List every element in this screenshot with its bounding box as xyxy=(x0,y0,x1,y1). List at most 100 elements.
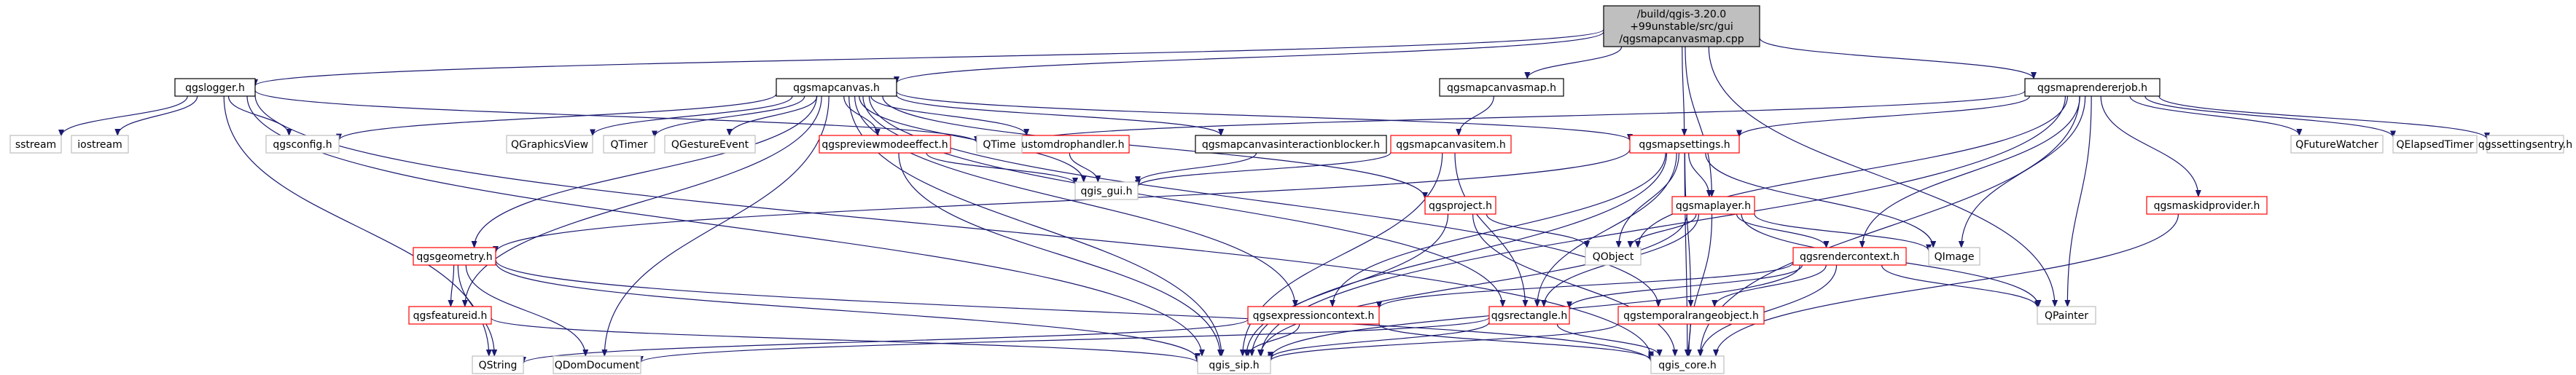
node-qgspreviewmodeeffect[interactable]: qgspreviewmodeeffect.h xyxy=(819,135,951,154)
edge-qgsexpressioncontext-to-qgis_core xyxy=(1378,323,1654,361)
node-qgis_core[interactable]: qgis_core.h xyxy=(1650,355,1725,374)
node-QPainter[interactable]: QPainter xyxy=(2037,306,2096,325)
edge-qgsproject-to-qgis_core xyxy=(1472,213,1678,357)
node-qgsmaprendererjob[interactable]: qgsmaprendererjob.h xyxy=(2024,78,2161,97)
node-qgsmapcanvas[interactable]: qgsmapcanvas.h xyxy=(776,78,897,97)
edge-qgsmaprendererjob-to-qgsmaskidprovider xyxy=(2100,95,2201,197)
node-box-qgis_gui xyxy=(1074,181,1139,200)
node-qgsexpressioncontext[interactable]: qgsexpressioncontext.h xyxy=(1247,306,1380,325)
node-QObject[interactable]: QObject xyxy=(1585,247,1642,266)
edge-qgsmapcanvasinteractionblocker-to-qgis_gui xyxy=(1135,152,1257,184)
node-qgsrectangle[interactable]: qgsrectangle.h xyxy=(1488,306,1570,325)
node-label-QImage: QImage xyxy=(1935,251,1975,263)
edge-qgsrendercontext-to-QPainter xyxy=(1881,264,2040,309)
edge-qgsrendercontext-to-qgstemporalrangeobject xyxy=(1712,264,1827,307)
node-label-QPainter: QPainter xyxy=(2045,310,2088,322)
node-label-qgssettingsentry: qgssettingsentry.h xyxy=(2478,139,2572,151)
node-label-iostream: iostream xyxy=(77,139,122,151)
edge-qgsrendercontext-to-qgsexpressioncontext xyxy=(1376,262,1794,309)
edge-qgsmapsettings-to-qgsgeometry xyxy=(493,149,1631,253)
node-QElapsedTimer[interactable]: QElapsedTimer xyxy=(2392,135,2478,154)
node-qgsmapcanvasmap[interactable]: qgsmapcanvasmap.h xyxy=(1439,78,1564,97)
node-box-qgis_sip xyxy=(1197,355,1271,374)
node-box-QString xyxy=(472,355,524,374)
edge-root-to-qgsmapsettings xyxy=(1681,46,1687,136)
node-qgsfeatureid[interactable]: qgsfeatureid.h xyxy=(408,306,492,325)
node-box-qgsmaplayer xyxy=(1671,196,1755,215)
node-QTimer[interactable]: QTimer xyxy=(603,135,655,154)
node-box-qgsrendercontext xyxy=(1792,247,1907,266)
edge-layer xyxy=(58,28,2490,364)
node-label-qgsmapcanvasmap: qgsmapcanvasmap.h xyxy=(1447,82,1556,94)
node-qgsmapsettings[interactable]: qgsmapsettings.h xyxy=(1629,135,1740,154)
node-root[interactable]: /build/qgis-3.20.0+99unstable/src/gui/qg… xyxy=(1603,5,1760,47)
node-QGraphicsView[interactable]: QGraphicsView xyxy=(506,135,593,154)
edge-qgsmaprendererjob-to-qgsmapsettings xyxy=(1736,95,2031,138)
node-QTime[interactable]: QTime xyxy=(976,135,1023,154)
node-QImage[interactable]: QImage xyxy=(1928,247,1980,266)
edge-qgsmapcanvas-to-qgsconfig xyxy=(336,93,777,141)
node-QFutureWatcher[interactable]: QFutureWatcher xyxy=(2290,135,2384,154)
node-qgsmaskidprovider[interactable]: qgsmaskidprovider.h xyxy=(2146,196,2268,215)
node-qgsrendercontext[interactable]: qgsrendercontext.h xyxy=(1792,247,1907,266)
node-qgstemporalrangeobject[interactable]: qgstemporalrangeobject.h xyxy=(1617,306,1765,325)
node-QString[interactable]: QString xyxy=(472,355,524,374)
node-qgsconfig[interactable]: qgsconfig.h xyxy=(265,135,340,154)
node-box-qgsproject xyxy=(1424,196,1496,215)
edge-qgsmapcanvasitem-to-qgis_gui xyxy=(1135,151,1392,188)
node-qgssettingsentry[interactable]: qgssettingsentry.h xyxy=(2478,135,2572,154)
node-qgis_gui[interactable]: qgis_gui.h xyxy=(1074,181,1139,200)
node-box-qgsmapcanvasinteractionblocker xyxy=(1195,135,1387,154)
edge-root-to-qgsmaprendererjob xyxy=(1759,37,2037,79)
edge-root-to-qgsmaplayer xyxy=(1685,46,1715,197)
edge-qgsmaprendererjob-to-QElapsedTimer xyxy=(2144,95,2396,138)
node-qgsgeometry[interactable]: qgsgeometry.h xyxy=(413,247,496,266)
node-label-QDomDocument: QDomDocument xyxy=(555,360,640,371)
node-qgsmapcanvasitem[interactable]: qgsmapcanvasitem.h xyxy=(1390,135,1512,154)
edge-qgsmapcanvasitem-to-qgis_sip xyxy=(1239,152,1443,357)
edge-qgsmaplayer-to-QObject xyxy=(1627,213,1697,248)
edge-qgslogger-to-QTime xyxy=(254,90,980,143)
node-qgsproject[interactable]: qgsproject.h xyxy=(1424,196,1496,215)
edge-qgsexpressioncontext-to-qgis_sip xyxy=(1245,323,1300,357)
node-qgis_sip[interactable]: qgis_sip.h xyxy=(1197,355,1271,374)
node-iostream[interactable]: iostream xyxy=(71,135,129,154)
node-label-qgsmapsettings: qgsmapsettings.h xyxy=(1639,139,1730,151)
node-label-qgsmapcanvasitem: qgsmapcanvasitem.h xyxy=(1396,139,1505,151)
edge-qgsfeatureid-to-qgis_sip xyxy=(491,317,1201,363)
edge-qgsrectangle-to-qgis_sip xyxy=(1268,321,1490,360)
edge-root-to-qgslogger xyxy=(252,28,1604,87)
edge-qgsmaprendererjob-to-QFutureWatcher xyxy=(2129,95,2303,136)
edge-qgsproject-to-QObject xyxy=(1486,213,1591,248)
node-QDomDocument[interactable]: QDomDocument xyxy=(553,355,641,374)
node-QGestureEvent[interactable]: QGestureEvent xyxy=(664,135,756,154)
node-box-qgssettingsentry xyxy=(2486,135,2564,154)
node-label-qgsgeometry: qgsgeometry.h xyxy=(416,251,492,263)
edge-qgsmapcanvas-to-qgsgeometry xyxy=(471,95,817,248)
node-label-qgsexpressioncontext: qgsexpressioncontext.h xyxy=(1253,310,1375,322)
node-box-qgsmaprendererjob xyxy=(2024,78,2161,97)
node-qgsmapcanvasinteractionblocker[interactable]: qgsmapcanvasinteractionblocker.h xyxy=(1195,135,1387,154)
edge-qgsmaprendererjob-to-qgis_sip xyxy=(1258,95,2066,357)
node-box-QGestureEvent xyxy=(664,135,756,154)
edge-qgsmaprendererjob-to-qgsrendercontext xyxy=(1859,95,2080,248)
edge-qgsexpressioncontext-to-QString xyxy=(520,318,1249,364)
node-box-QTimer xyxy=(603,135,655,154)
node-label-root: +99unstable/src/gui xyxy=(1630,21,1733,33)
edge-qgsmapcanvas-to-qgsexpressioncontext xyxy=(854,95,1298,307)
node-box-qgslogger xyxy=(174,78,256,97)
edge-qgsmaprendererjob-to-QTime xyxy=(1019,90,2026,144)
edge-qgsmaprendererjob-to-QObject xyxy=(1635,95,2069,248)
node-qgslogger[interactable]: qgslogger.h xyxy=(174,78,256,97)
node-label-QObject: QObject xyxy=(1593,251,1634,263)
edge-qgsmapsettings-to-qgis_core xyxy=(1684,152,1690,357)
node-box-qgsconfig xyxy=(265,135,340,154)
node-qgsmaplayer[interactable]: qgsmaplayer.h xyxy=(1671,196,1755,215)
edge-qgsmapcanvas-to-qgsproject xyxy=(882,95,1428,200)
edge-qgsmapcanvas-to-QTimer xyxy=(652,95,805,138)
edge-qgsmapcanvas-to-qgsfeatureid xyxy=(461,95,822,307)
edge-qgslogger-to-qgis_core xyxy=(254,95,1654,359)
node-box-root xyxy=(1603,5,1760,47)
node-sstream[interactable]: sstream xyxy=(9,135,62,154)
node-box-QFutureWatcher xyxy=(2290,135,2384,154)
